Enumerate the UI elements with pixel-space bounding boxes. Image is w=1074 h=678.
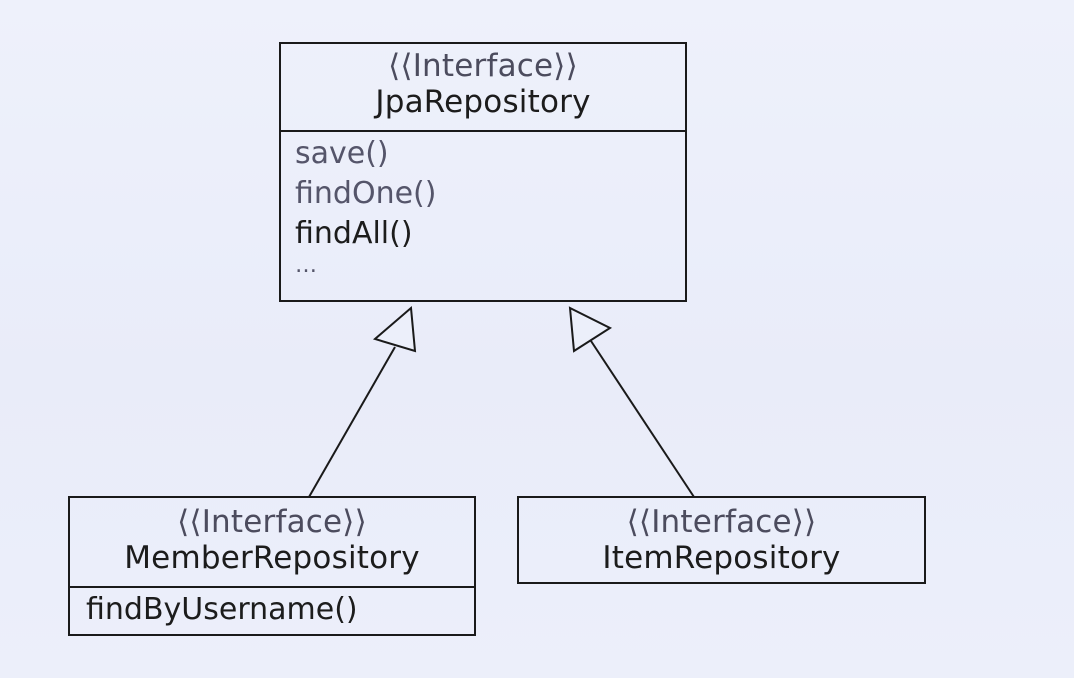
member-repository-stereotype: ⟨⟨Interface⟩⟩: [177, 504, 367, 540]
item-repository-header: ⟨⟨Interface⟩⟩ ItemRepository: [519, 498, 924, 582]
method-save: save(): [295, 136, 389, 171]
item-repository-stereotype: ⟨⟨Interface⟩⟩: [626, 504, 817, 540]
member-repository-header: ⟨⟨Interface⟩⟩ MemberRepository: [70, 498, 474, 586]
member-inheritance-line: [308, 346, 396, 498]
jpa-repository-header: ⟨⟨Interface⟩⟩ JpaRepository: [281, 44, 685, 130]
item-inheritance-line: [590, 340, 695, 498]
jpa-repository-class: ⟨⟨Interface⟩⟩ JpaRepository save() findO…: [279, 42, 687, 302]
member-repository-class: ⟨⟨Interface⟩⟩ MemberRepository findByUse…: [68, 496, 476, 636]
method-find-by-username: findByUsername(): [86, 592, 358, 627]
jpa-repository-name: JpaRepository: [375, 84, 591, 120]
member-inheritance-arrowhead: [372, 305, 417, 353]
jpa-repository-stereotype: ⟨⟨Interface⟩⟩: [388, 48, 578, 84]
item-inheritance-arrowhead: [568, 306, 613, 353]
method-ellipsis: …: [295, 253, 320, 278]
item-repository-class: ⟨⟨Interface⟩⟩ ItemRepository: [517, 496, 926, 584]
method-find-one: findOne(): [295, 176, 437, 211]
member-repository-methods: findByUsername(): [70, 586, 474, 630]
member-repository-name: MemberRepository: [124, 540, 420, 576]
method-find-all: findAll(): [295, 216, 413, 251]
jpa-repository-methods: save() findOne() findAll() …: [281, 130, 685, 278]
item-repository-name: ItemRepository: [602, 540, 841, 576]
